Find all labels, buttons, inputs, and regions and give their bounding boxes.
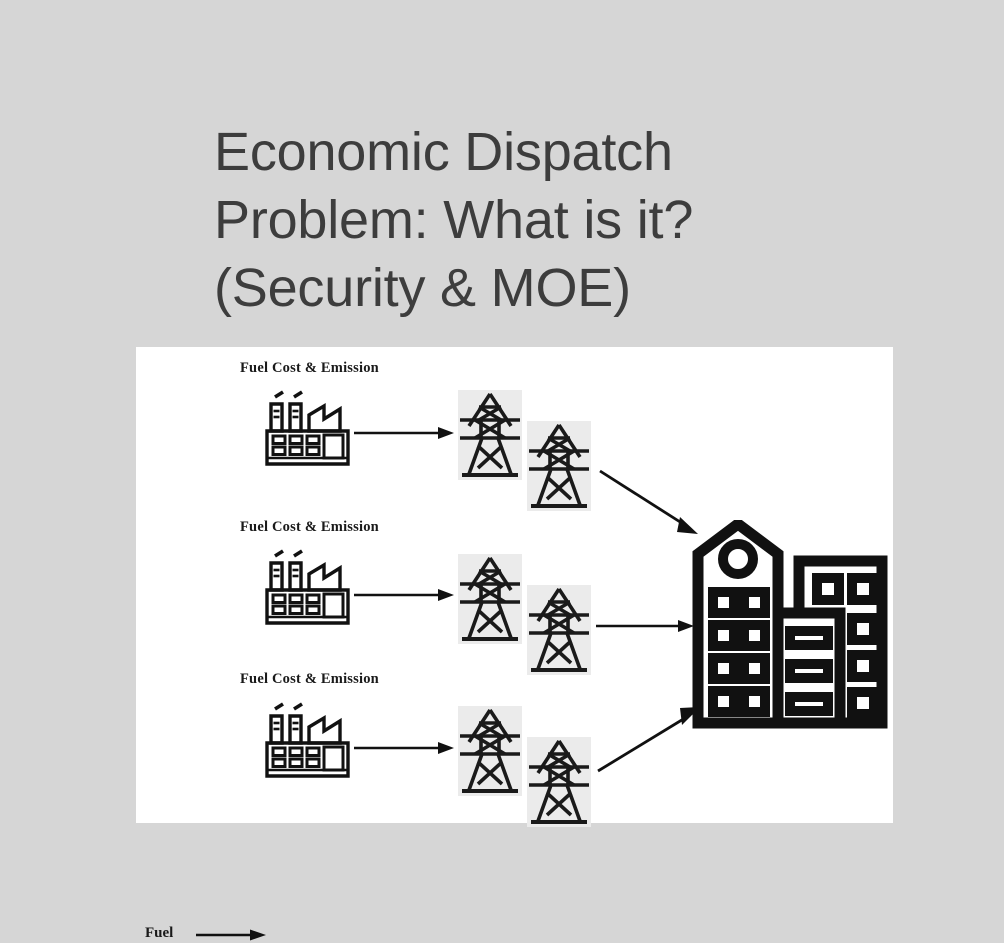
arrow-transmission-to-load-3 [597,707,700,773]
arrow-generator-to-transmission-2 [354,589,454,601]
row-label-fuel-cost-emission-3: Fuel Cost & Emission [240,671,379,687]
arrow-generator-to-transmission-1 [354,427,454,439]
row-label-fuel-cost-emission-1: Fuel Cost & Emission [240,360,379,376]
factory-icon [265,549,350,625]
arrow-transmission-to-load-1 [599,469,698,534]
fuel-input-label: Fuel [145,925,174,941]
tile-background [458,390,522,480]
tile-background [527,585,591,675]
city-buildings-icon [692,520,888,729]
arrow-fuel-to-generators [196,929,266,941]
page-title: Economic Dispatch Problem: What is it? (… [214,122,694,319]
tile-background [527,421,591,511]
transmission-tower-icon [527,737,591,827]
transmission-tower-icon [527,585,591,675]
factory-icon [265,702,350,778]
tile-background [527,737,591,827]
transmission-tower-icon [527,421,591,511]
arrow-transmission-to-load-2 [596,620,694,632]
tile-background [458,554,522,644]
arrow-generator-to-transmission-3 [354,742,454,754]
factory-icon [265,390,350,466]
figure-canvas: Fuel Fuel Cost & Emission [136,347,893,941]
tile-background [458,706,522,796]
row-label-fuel-cost-emission-2: Fuel Cost & Emission [240,519,379,535]
figure-panel: Fuel Fuel Cost & Emission [136,347,893,941]
transmission-tower-icon [458,554,522,644]
transmission-tower-icon [458,390,522,480]
transmission-tower-icon [458,706,522,796]
